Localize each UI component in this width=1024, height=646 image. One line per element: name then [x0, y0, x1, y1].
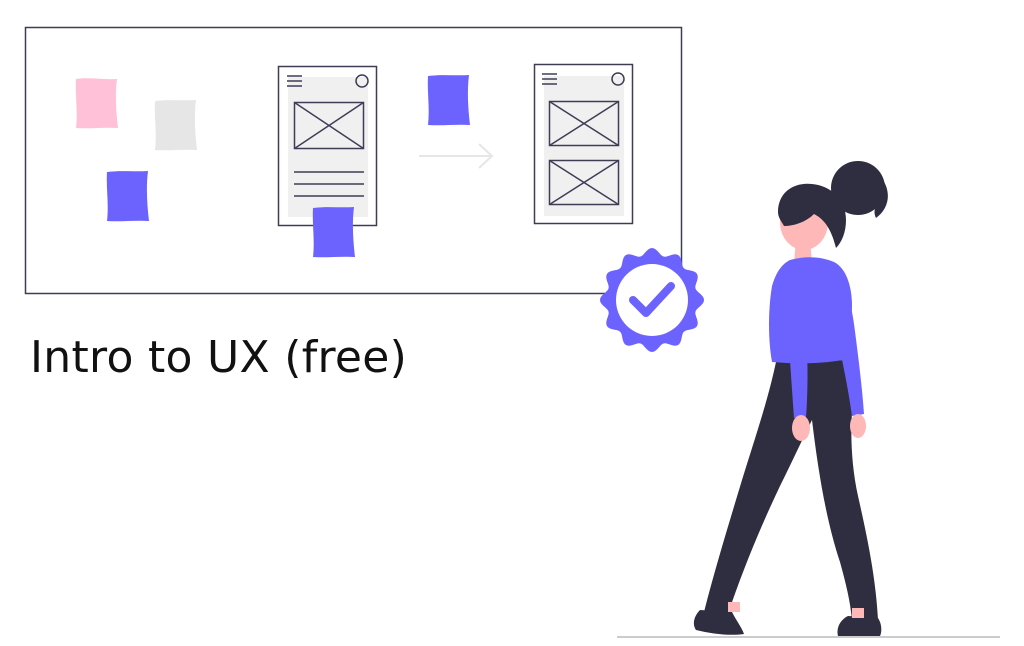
wireframe-a-shadow: [288, 77, 368, 217]
profile-circle-icon: [611, 72, 625, 86]
woman-shoe-right: [837, 616, 882, 636]
woman-hair-bun-tail: [874, 176, 888, 218]
sticky-note-pink: [75, 78, 118, 129]
image-placeholder-icon: [548, 159, 620, 206]
image-placeholder-icon: [548, 100, 620, 147]
sticky-note-purple: [106, 171, 149, 222]
checkmark-badge-icon: [600, 248, 704, 352]
profile-circle-icon: [355, 74, 369, 88]
wireframe-b-frame: [533, 63, 634, 225]
checkmark-icon: [629, 282, 675, 317]
sticky-notes-cluster: [75, 78, 197, 222]
woman-hair: [778, 183, 846, 248]
image-placeholder-icon: [293, 101, 365, 150]
hamburger-menu-icon: [542, 73, 557, 85]
sticky-note-purple-overlap: [312, 207, 355, 258]
woman-ankle-right: [852, 608, 864, 618]
woman-arm-right: [828, 266, 864, 416]
woman-hair-bun: [831, 161, 885, 215]
woman-arm-left: [782, 272, 808, 418]
arrow-right-icon: [419, 143, 494, 169]
woman-ankle-left: [728, 602, 740, 612]
woman-trousers: [704, 360, 878, 620]
hamburger-menu-icon: [287, 75, 302, 87]
badge-inner-circle: [616, 264, 688, 336]
woman-hand-right: [850, 414, 866, 438]
woman-hand-left: [792, 415, 810, 441]
woman-shoe-left: [693, 610, 744, 635]
sticky-note-purple-top: [427, 75, 470, 126]
woman-character: [693, 161, 888, 636]
wireframe-sketch-b: [533, 63, 634, 225]
course-title: Intro to UX (free): [30, 332, 408, 383]
text-lines: [294, 171, 364, 197]
wireframe-sketch-a: [277, 65, 378, 258]
sticky-note-gray: [154, 100, 197, 151]
